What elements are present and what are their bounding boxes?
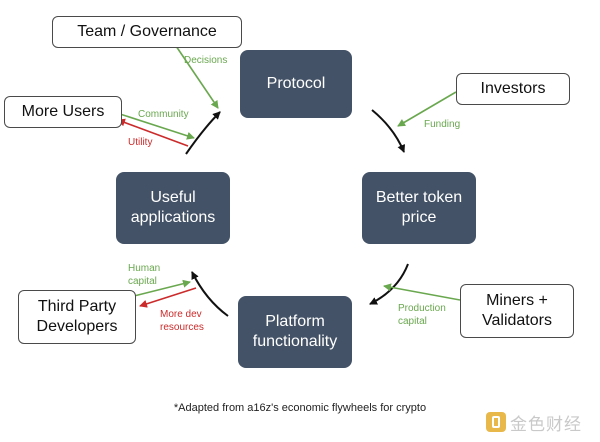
utility-arrow bbox=[117, 118, 189, 147]
label-utility: Utility bbox=[128, 137, 153, 148]
caption: *Adapted from a16z's economic flywheels … bbox=[173, 402, 427, 414]
investors-box: Investors bbox=[456, 73, 570, 105]
watermark-logo: 金色财经 bbox=[486, 409, 596, 435]
node-better-token-price: Better token price bbox=[362, 172, 476, 244]
cycle-arrow-price-to-platform bbox=[369, 263, 409, 305]
more-users-box: More Users bbox=[4, 96, 122, 128]
label-community: Community bbox=[138, 109, 189, 120]
label-more-dev-resources: More dev resources bbox=[160, 309, 204, 333]
team-governance-box: Team / Governance bbox=[52, 16, 242, 48]
watermark-text: 金色财经 bbox=[510, 414, 582, 435]
label-decisions: Decisions bbox=[184, 55, 228, 66]
label-funding: Funding bbox=[424, 119, 461, 130]
label-production-capital: Production capital bbox=[398, 303, 446, 327]
node-platform-functionality: Platform functionality bbox=[238, 296, 352, 368]
human-capital-arrow bbox=[133, 279, 191, 297]
miners-validators-box: Miners + Validators bbox=[460, 284, 574, 338]
third-party-developers-box: Third Party Developers bbox=[18, 290, 136, 344]
decisions-arrow bbox=[175, 45, 219, 109]
node-useful-applications: Useful applications bbox=[116, 172, 230, 244]
label-human-capital: Human capital bbox=[128, 263, 161, 287]
community-arrow bbox=[119, 113, 195, 140]
production-capital-arrow bbox=[383, 283, 461, 301]
cycle-arrow-platform-to-applications bbox=[191, 271, 229, 317]
watermark-mark-icon bbox=[486, 412, 506, 432]
cycle-arrow-applications-to-protocol bbox=[185, 111, 221, 155]
more-dev-resources-arrow bbox=[139, 287, 197, 308]
cycle-arrow-protocol-to-price bbox=[371, 109, 405, 153]
node-protocol: Protocol bbox=[240, 50, 352, 118]
funding-arrow bbox=[397, 91, 457, 127]
